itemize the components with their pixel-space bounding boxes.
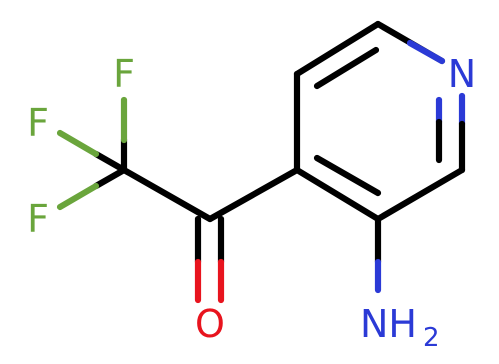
bond-c3-c4a [293, 166, 382, 223]
atom-f-mid: F [27, 101, 49, 145]
atom-o-carbonyl: O [195, 302, 225, 346]
bond-c3-c4a-inner [313, 154, 382, 197]
bond-ring-carbonyl [206, 166, 301, 223]
bond-c-f-bot [92, 166, 128, 190]
atom-f-bot: F [27, 197, 49, 241]
bond-c2-c3 [374, 166, 466, 223]
bond-c-f-mid-colored [56, 129, 100, 158]
bond-c-f-bot-colored [56, 182, 100, 211]
bond-carbonyl-cf3 [120, 166, 214, 223]
bond-c4-c5-inner [313, 46, 380, 90]
atom-n-ring: N [448, 52, 476, 96]
bond-c-f-mid [92, 150, 128, 174]
bond-c4-c5 [293, 20, 382, 78]
atom-nh2: NH [360, 302, 417, 346]
atom-f-top: F [113, 52, 135, 96]
bond-c6-n-colored [406, 39, 446, 65]
atom-nh2-subscript: 2 [423, 323, 440, 353]
